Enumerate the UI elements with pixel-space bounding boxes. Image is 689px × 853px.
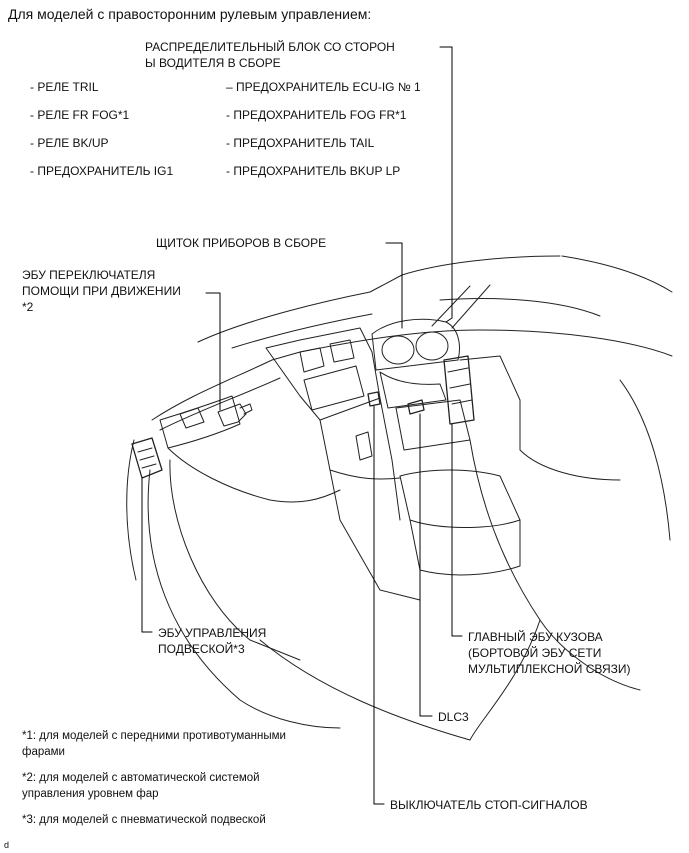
label-main-body-line1: ГЛАВНЫЙ ЭБУ КУЗОВА bbox=[468, 630, 603, 644]
label-stop-light-switch: ВЫКЛЮЧАТЕЛЬ СТОП-СИГНАЛОВ bbox=[390, 798, 588, 812]
door-curve bbox=[126, 439, 137, 581]
label-main-body-line2: (БОРТОВОЙ ЭБУ СЕТИ bbox=[468, 646, 602, 660]
glovebox-vent bbox=[179, 407, 205, 429]
label-relay-fr-fog: - РЕЛЕ FR FOG*1 bbox=[30, 108, 130, 122]
label-dlc3: DLC3 bbox=[438, 710, 469, 724]
label-fuse-bkup-lp: - ПРЕДОХРАНИТЕЛЬ BKUP LP bbox=[226, 164, 401, 178]
floor-right bbox=[469, 619, 541, 741]
right-a-pillar bbox=[561, 255, 673, 293]
center-vent-right bbox=[329, 339, 355, 363]
page-header: Для моделей с правосторонним рулевым упр… bbox=[8, 6, 372, 22]
suspension-ecu-detail bbox=[137, 447, 157, 469]
shifter-base bbox=[355, 431, 373, 461]
passenger-dash-face bbox=[167, 447, 341, 503]
label-fuse-ig1: - ПРЕДОХРАНИТЕЛЬ IG1 bbox=[30, 164, 174, 178]
label-relay-bk-up: - РЕЛЕ BK/UP bbox=[30, 136, 109, 150]
footnote-1-line2: фарами bbox=[22, 746, 65, 758]
windshield-outline bbox=[197, 255, 561, 343]
label-fuse-ecu-ig: – ПРЕДОХРАНИТЕЛЬ ECU-IG № 1 bbox=[226, 80, 421, 94]
glovebox bbox=[159, 395, 241, 449]
leader-driving-assist bbox=[205, 292, 221, 411]
seat-curve-left bbox=[147, 469, 341, 729]
center-vent-left bbox=[299, 347, 325, 373]
leader-main-body bbox=[451, 423, 463, 637]
leader-dlc3 bbox=[419, 413, 433, 717]
suspension-ecu-box bbox=[131, 437, 163, 479]
gauge-right bbox=[415, 331, 449, 361]
label-driving-assist-line3: *2 bbox=[22, 300, 34, 314]
center-console bbox=[319, 419, 421, 601]
label-fuse-fog-fr: - ПРЕДОХРАНИТЕЛЬ FOG FR*1 bbox=[226, 108, 407, 122]
upper-ray-1 bbox=[431, 285, 471, 327]
driving-assist-ecu bbox=[217, 403, 247, 427]
console-side bbox=[379, 397, 401, 521]
footnote-1-line1: *1: для моделей с передними противотуман… bbox=[22, 730, 286, 742]
seat-block-lower bbox=[409, 519, 521, 576]
windshield-inner bbox=[231, 313, 373, 349]
label-junction-block-line1: РАСПРЕДЕЛИТЕЛЬНЫЙ БЛОК СО СТОРОН bbox=[145, 40, 395, 54]
steering-column bbox=[379, 371, 447, 409]
main-body-ecu bbox=[443, 355, 475, 425]
label-main-body-line3: МУЛЬТИПЛЕКСНОЙ СВЯЗИ) bbox=[468, 662, 631, 676]
upper-ray-2 bbox=[451, 284, 491, 329]
center-panel bbox=[303, 365, 365, 411]
dlc3-connector bbox=[407, 399, 425, 415]
stop-light-switch bbox=[367, 391, 381, 407]
center-stack-outer bbox=[265, 327, 381, 421]
leader-junction-block bbox=[439, 46, 453, 323]
leader-instrument-panel bbox=[385, 242, 403, 329]
label-instrument-panel: ЩИТОК ПРИБОРОВ В СБОРЕ bbox=[156, 236, 327, 250]
label-relay-tril: - РЕЛЕ TRIL bbox=[30, 80, 99, 94]
driving-assist-connector bbox=[239, 403, 253, 415]
leader-stop-light bbox=[373, 405, 385, 805]
footnote-2-line1: *2: для моделей с автоматической системо… bbox=[22, 772, 260, 784]
driver-dash-right bbox=[459, 355, 621, 481]
passenger-lower bbox=[169, 459, 301, 661]
right-door bbox=[619, 379, 671, 541]
corner-mark: d bbox=[4, 840, 10, 850]
label-suspension-line2: ПОДВЕСКОЙ*3 bbox=[158, 642, 245, 656]
leader-suspension bbox=[141, 477, 153, 633]
footnote-2-line2: управления уровнем фар bbox=[22, 788, 159, 800]
gauge-left bbox=[381, 335, 415, 365]
label-fuse-tail: - ПРЕДОХРАНИТЕЛЬ TAIL bbox=[226, 136, 375, 150]
label-driving-assist-line2: ПОМОЩИ ПРИ ДВИЖЕНИИ bbox=[22, 284, 181, 298]
console-tunnel bbox=[329, 469, 401, 480]
floor-left bbox=[259, 639, 471, 741]
label-driving-assist-line1: ЭБУ ПЕРЕКЛЮЧАТЕЛЯ bbox=[22, 268, 156, 282]
driver-lower bbox=[469, 439, 641, 691]
label-junction-block-line2: Ы ВОДИТЕЛЯ В СБОРЕ bbox=[145, 56, 281, 70]
knee-panel bbox=[395, 399, 471, 451]
seat-block bbox=[399, 469, 521, 528]
right-a-pillar-inner bbox=[439, 298, 601, 317]
main-body-ecu-detail bbox=[447, 367, 473, 405]
label-suspension-line1: ЭБУ УПРАВЛЕНИЯ bbox=[158, 626, 267, 640]
footnote-3: *3: для моделей с пневматической подвеск… bbox=[22, 814, 266, 826]
